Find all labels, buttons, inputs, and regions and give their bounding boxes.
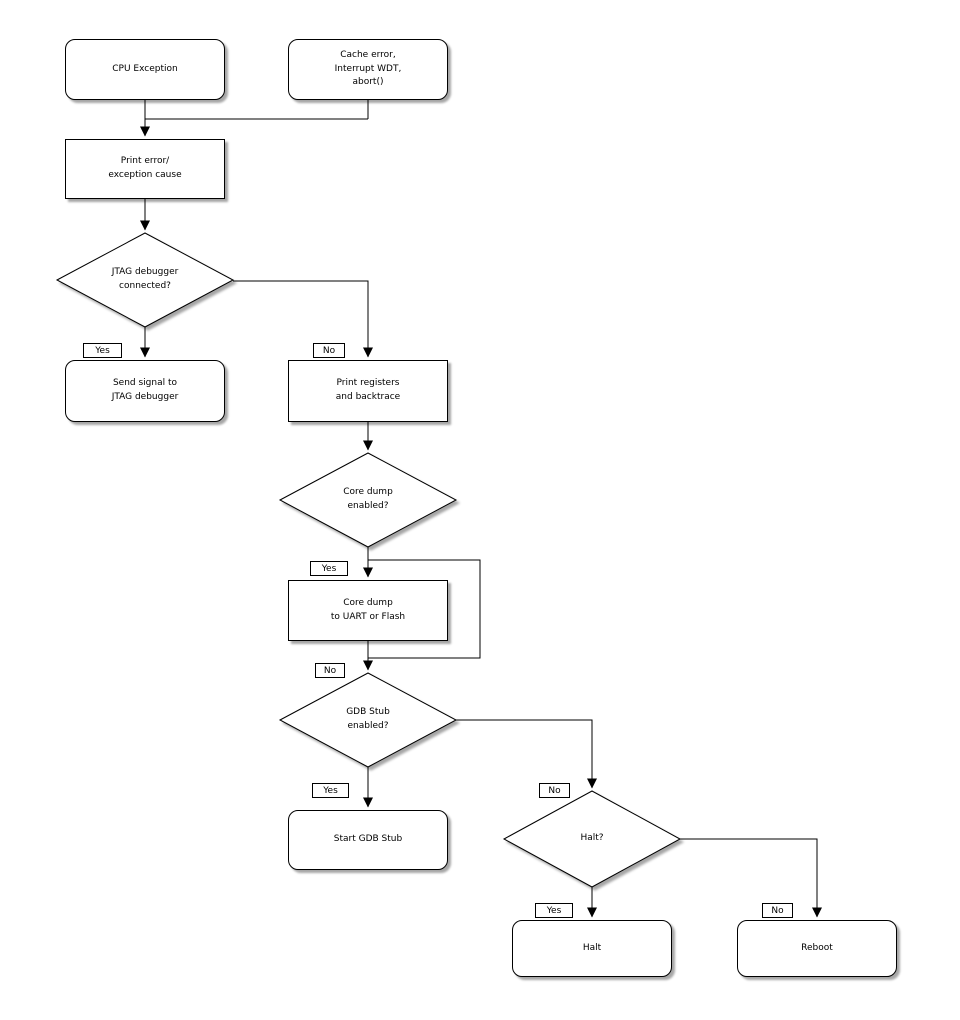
edge-label-jtag-no: No [313, 343, 345, 358]
node-cache-error: Cache error, Interrupt WDT, abort() [288, 39, 448, 100]
edge-core-dump-no-bypass [368, 559, 481, 659]
edge-label-halt-no: No [762, 903, 793, 918]
node-send-signal: Send signal to JTAG debugger [65, 360, 225, 422]
node-print-error: Print error/ exception cause [65, 139, 225, 199]
edge-label-gdb-yes: Yes [312, 783, 349, 798]
edge-label-gdb-no: No [539, 783, 570, 798]
node-reboot-label: Reboot [801, 942, 833, 953]
decision-core-dump-enabled-shape [278, 452, 458, 548]
decision-halt-label: Halt? [580, 833, 604, 844]
decision-halt-shape [502, 790, 682, 888]
decision-jtag-connected-shape [55, 232, 235, 328]
decision-core-dump-enabled-label: Core dump enabled? [343, 487, 393, 511]
node-core-dump: Core dump to UART or Flash [288, 580, 448, 641]
node-reboot: Reboot [737, 920, 897, 977]
node-print-error-label: Print error/ exception cause [108, 156, 182, 180]
edge-halt-no [680, 838, 822, 918]
edge-label-core-dump-no: No [315, 663, 345, 678]
node-cpu-exception: CPU Exception [65, 39, 225, 100]
edge-gdb-no [456, 719, 597, 789]
edge-label-core-dump-yes: Yes [310, 561, 348, 576]
node-start-gdb-stub-label: Start GDB Stub [333, 834, 403, 845]
node-halt: Halt [512, 920, 672, 977]
node-print-registers: Print registers and backtrace [288, 360, 448, 422]
decision-jtag-connected-label: JTAG debugger connected? [111, 267, 179, 291]
node-cache-error-label: Cache error, Interrupt WDT, abort() [334, 49, 402, 88]
node-halt-label: Halt [582, 942, 602, 953]
edge-jtag-no [233, 280, 373, 358]
node-cpu-exception-label: CPU Exception [112, 63, 178, 74]
edge-label-halt-yes: Yes [535, 903, 573, 918]
edge-label-jtag-yes: Yes [83, 343, 122, 358]
node-core-dump-label: Core dump to UART or Flash [330, 597, 406, 622]
node-print-registers-label: Print registers and backtrace [335, 378, 401, 402]
decision-gdb-stub-enabled-shape [278, 672, 458, 768]
node-send-signal-label: Send signal to JTAG debugger [111, 378, 179, 402]
node-start-gdb-stub: Start GDB Stub [288, 810, 448, 870]
decision-gdb-stub-enabled-label: GDB Stub enabled? [346, 707, 390, 731]
